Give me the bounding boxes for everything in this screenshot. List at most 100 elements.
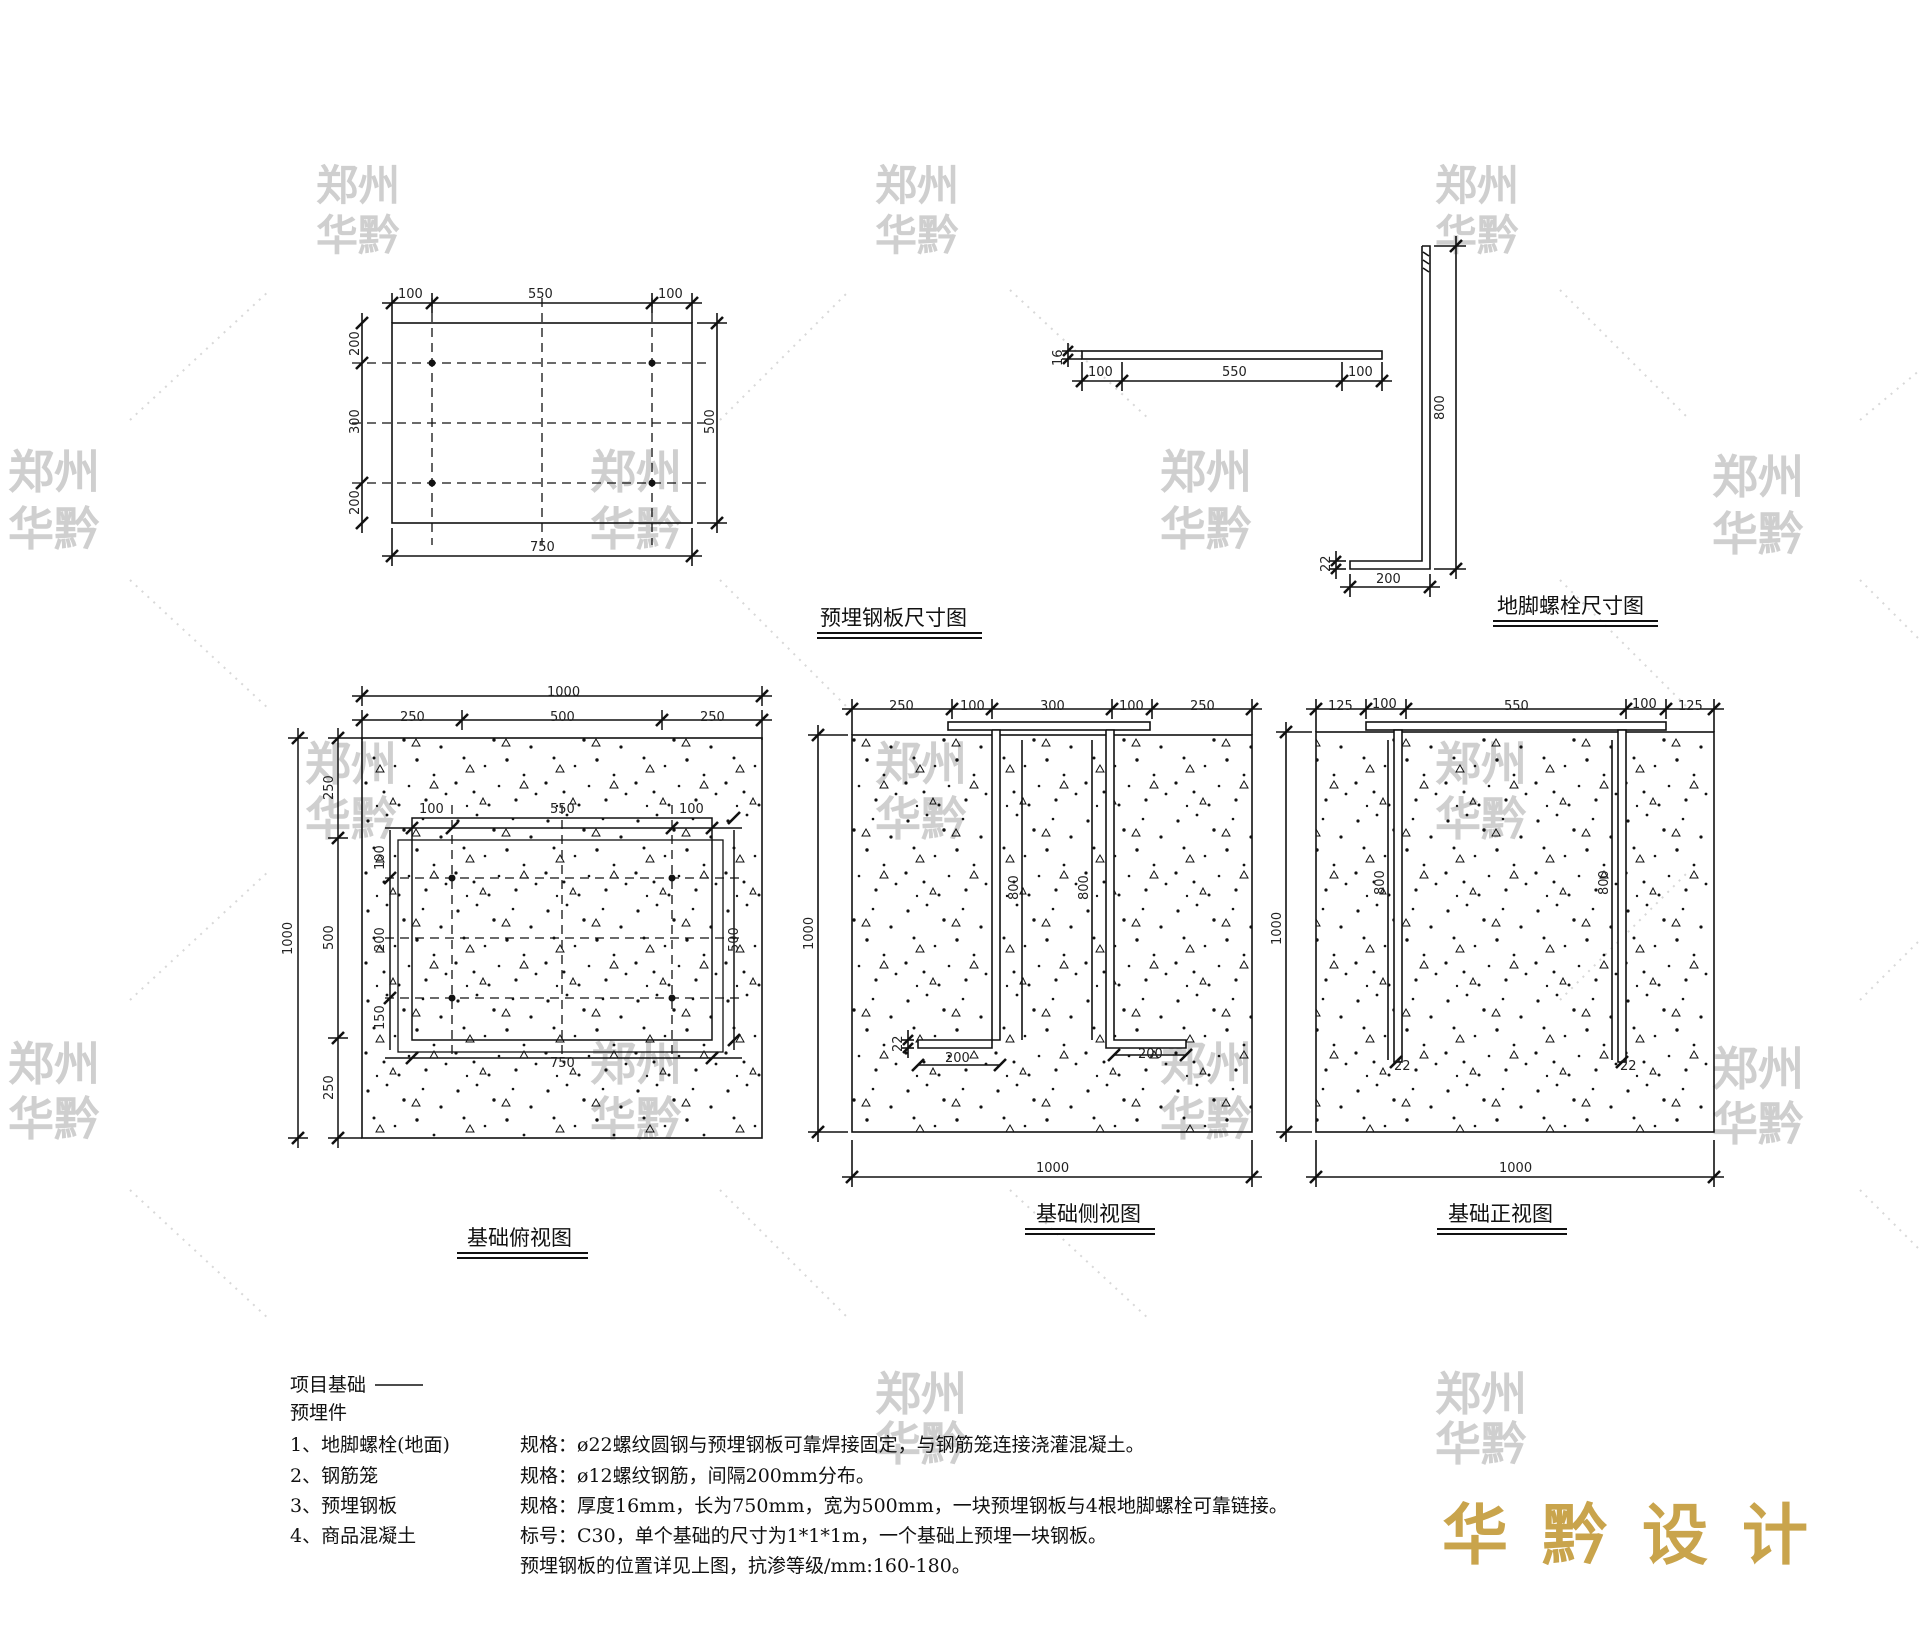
dim-label: 22 — [1319, 555, 1334, 572]
dim-label: 550 — [1504, 699, 1529, 714]
svg-text:郑州: 郑州 — [8, 445, 100, 499]
dim-label: 22 — [1620, 1059, 1637, 1074]
dim-label: 1000 — [1036, 1161, 1069, 1176]
brand-logo-text: 华黔设计 — [1442, 1496, 1842, 1574]
dim-label: 300 — [348, 409, 363, 434]
dim-label: 200 — [348, 490, 363, 515]
note-item: 2、钢筋笼 — [290, 1465, 378, 1487]
svg-text:郑州: 郑州 — [590, 445, 682, 499]
dim-label: 200 — [1138, 1047, 1163, 1062]
svg-text:华黔: 华黔 — [1712, 1097, 1804, 1151]
dim-label: 125 — [1678, 699, 1703, 714]
dim-label: 800 — [1077, 875, 1092, 900]
dim-label: 250 — [400, 710, 425, 725]
dim-label: 100 — [1088, 365, 1113, 380]
dim-label: 22 — [1394, 1059, 1411, 1074]
dim-label: 750 — [550, 1056, 575, 1071]
bolt-title: 地脚螺栓尺寸图 — [1493, 594, 1658, 627]
svg-text:华黔: 华黔 — [1160, 502, 1252, 556]
dim-label: 100 — [960, 699, 985, 714]
svg-text:华黔: 华黔 — [8, 1092, 100, 1146]
dim-label: 250 — [322, 1075, 337, 1100]
dim-label: 200 — [1376, 572, 1401, 587]
top-view-title: 基础俯视图 — [457, 1226, 588, 1259]
anchor-bolt-drawing — [1062, 236, 1466, 597]
dim-label: 100 — [1372, 697, 1397, 712]
side-view-dimension-labels: 250 100 300 100 250 800 800 200 200 22 1… — [802, 699, 1215, 1176]
dim-label: 300 — [1040, 699, 1065, 714]
svg-text:基础俯视图: 基础俯视图 — [467, 1226, 572, 1250]
dim-label: 100 — [1119, 699, 1144, 714]
front-view-dimension-labels: 125 100 550 100 125 800 800 22 22 1000 1… — [1270, 697, 1703, 1176]
dim-label: 125 — [1328, 699, 1353, 714]
svg-text:郑州: 郑州 — [1160, 445, 1252, 499]
front-view-title: 基础正视图 — [1437, 1202, 1567, 1235]
svg-text:华黔: 华黔 — [8, 502, 100, 556]
svg-text:郑州: 郑州 — [875, 1367, 967, 1421]
side-view-title: 基础侧视图 — [1025, 1202, 1155, 1235]
dim-label: 550 — [1222, 365, 1247, 380]
dim-label: 250 — [322, 775, 337, 800]
svg-text:预埋钢板尺寸图: 预埋钢板尺寸图 — [820, 606, 967, 630]
dim-label: 500 — [703, 409, 718, 434]
note-text: 预埋钢板的位置详见上图，抗渗等级/mm:160-180。 — [520, 1555, 971, 1577]
note-item: 1、地脚螺栓(地面) — [290, 1434, 450, 1456]
dim-label: 550 — [528, 287, 553, 302]
dim-label: 1000 — [802, 917, 817, 950]
dim-label: 16 — [1051, 349, 1066, 366]
dim-label: 200 — [348, 331, 363, 356]
dim-label: 200 — [945, 1051, 970, 1066]
svg-text:华黔: 华黔 — [316, 211, 400, 260]
notes-heading: 项目基础 — [290, 1374, 366, 1396]
dim-label: 22 — [891, 1035, 906, 1052]
note-text: 标号：C30，单个基础的尺寸为1*1*1m，一个基础上预埋一块钢板。 — [520, 1525, 1107, 1547]
bolt-dimension-labels: 16 100 550 100 800 22 200 — [1051, 349, 1448, 587]
note-text: 规格：ø12螺纹钢筋，间隔200mm分布。 — [520, 1465, 875, 1487]
svg-text:郑州: 郑州 — [1435, 161, 1519, 210]
dim-label: 1000 — [1270, 912, 1285, 945]
dim-label: 750 — [530, 540, 555, 555]
dim-label: 550 — [550, 802, 575, 817]
dim-label: 800 — [1433, 395, 1448, 420]
svg-text:基础正视图: 基础正视图 — [1448, 1202, 1553, 1226]
svg-text:郑州: 郑州 — [1712, 450, 1804, 504]
dim-label: 100 — [1348, 365, 1373, 380]
svg-text:郑州: 郑州 — [1712, 1042, 1804, 1096]
plate-title: 预埋钢板尺寸图 — [817, 606, 982, 639]
foundation-top-view — [288, 686, 772, 1148]
dim-label: 1000 — [281, 922, 296, 955]
dim-label: 1000 — [1499, 1161, 1532, 1176]
dim-label: 250 — [700, 710, 725, 725]
svg-text:华黔: 华黔 — [590, 502, 682, 556]
dim-label: 500 — [550, 710, 575, 725]
dim-label: 100 — [679, 802, 704, 817]
dim-label: 250 — [889, 699, 914, 714]
svg-text:郑州: 郑州 — [875, 161, 959, 210]
dim-label: 500 — [322, 925, 337, 950]
dim-label: 800 — [1373, 870, 1388, 895]
dim-label: 100 — [398, 287, 423, 302]
foundation-side-view — [808, 699, 1262, 1187]
note-text: 规格：厚度16mm，长为750mm，宽为500mm，一块预埋钢板与4根地脚螺栓可… — [520, 1495, 1288, 1517]
dim-label: 800 — [1007, 875, 1022, 900]
note-item: 4、商品混凝土 — [290, 1525, 416, 1547]
dim-label: 250 — [1190, 699, 1215, 714]
svg-text:地脚螺栓尺寸图: 地脚螺栓尺寸图 — [1497, 594, 1644, 618]
embedded-plate-drawing — [352, 293, 727, 566]
svg-text:华黔: 华黔 — [875, 211, 959, 260]
svg-text:华黔: 华黔 — [1712, 507, 1804, 561]
dim-label: 500 — [727, 927, 742, 952]
note-item: 3、预埋钢板 — [290, 1495, 397, 1517]
notes-subheading: 预埋件 — [290, 1402, 347, 1424]
dim-label: 1000 — [547, 685, 580, 700]
